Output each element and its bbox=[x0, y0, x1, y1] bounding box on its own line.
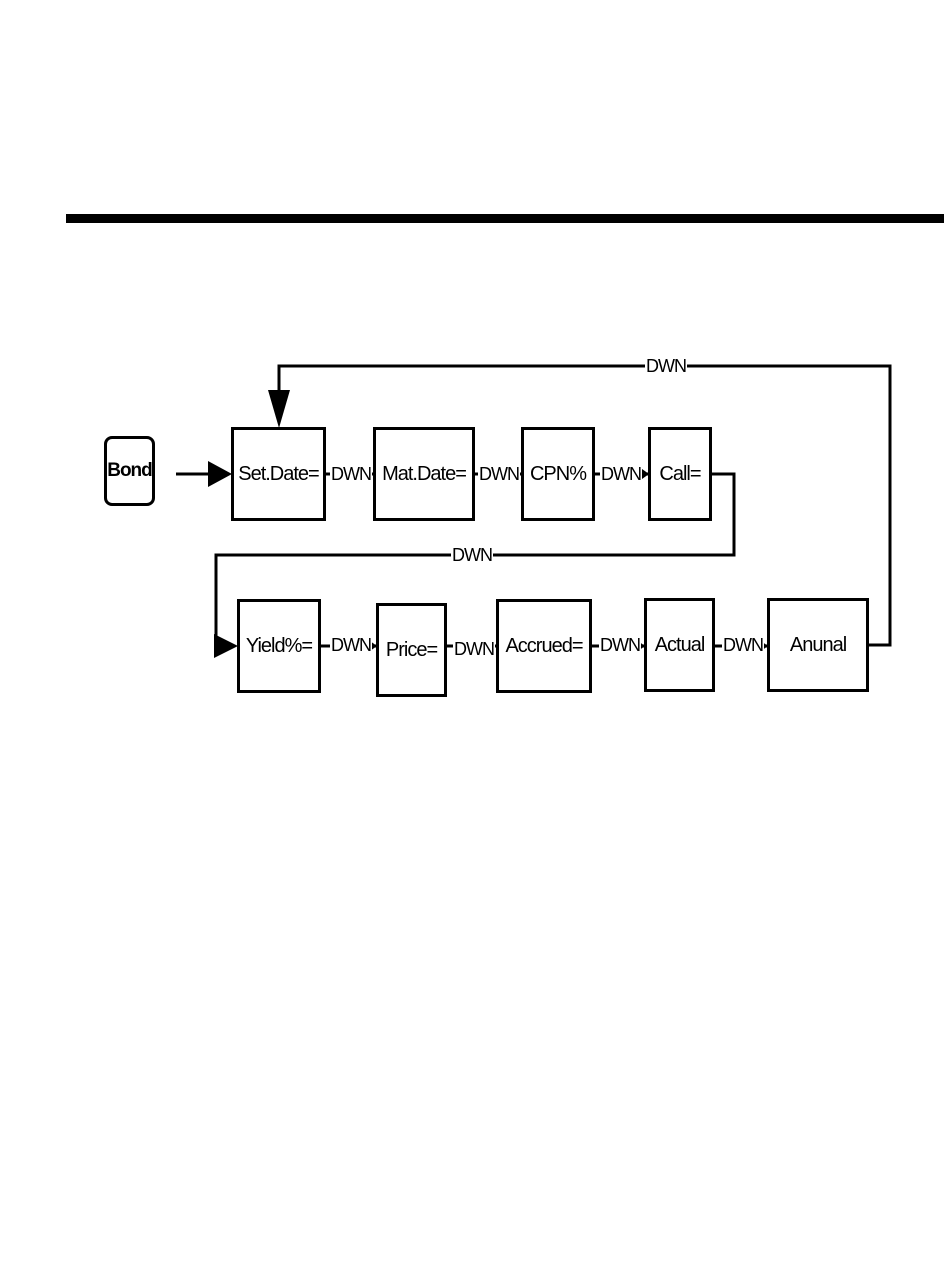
set-date-box: Set.Date= bbox=[231, 427, 326, 521]
return-loop-label: DWN bbox=[645, 356, 687, 376]
edge-label-cpn-call: DWN bbox=[600, 464, 642, 484]
arrow-bond-to-setdate bbox=[176, 461, 232, 487]
edge-label-matdate-cpn: DWN bbox=[478, 464, 520, 484]
edge-label-setdate-matdate: DWN bbox=[330, 464, 372, 484]
yield-box: Yield%= bbox=[237, 599, 321, 693]
mat-date-box: Mat.Date= bbox=[373, 427, 475, 521]
call-box: Call= bbox=[648, 427, 712, 521]
edge-label-actual-anunal: DWN bbox=[722, 635, 764, 655]
anunal-box: Anunal bbox=[767, 598, 869, 692]
edge-label-price-accrued: DWN bbox=[453, 639, 495, 659]
wrap-label: DWN bbox=[451, 545, 493, 565]
edge-label-yield-price: DWN bbox=[330, 635, 372, 655]
actual-box: Actual bbox=[644, 598, 715, 692]
bond-key[interactable]: Bond bbox=[104, 436, 155, 506]
accrued-box: Accrued= bbox=[496, 599, 592, 693]
cpn-box: CPN% bbox=[521, 427, 595, 521]
edge-label-accrued-actual: DWN bbox=[599, 635, 641, 655]
price-box: Price= bbox=[376, 603, 447, 697]
